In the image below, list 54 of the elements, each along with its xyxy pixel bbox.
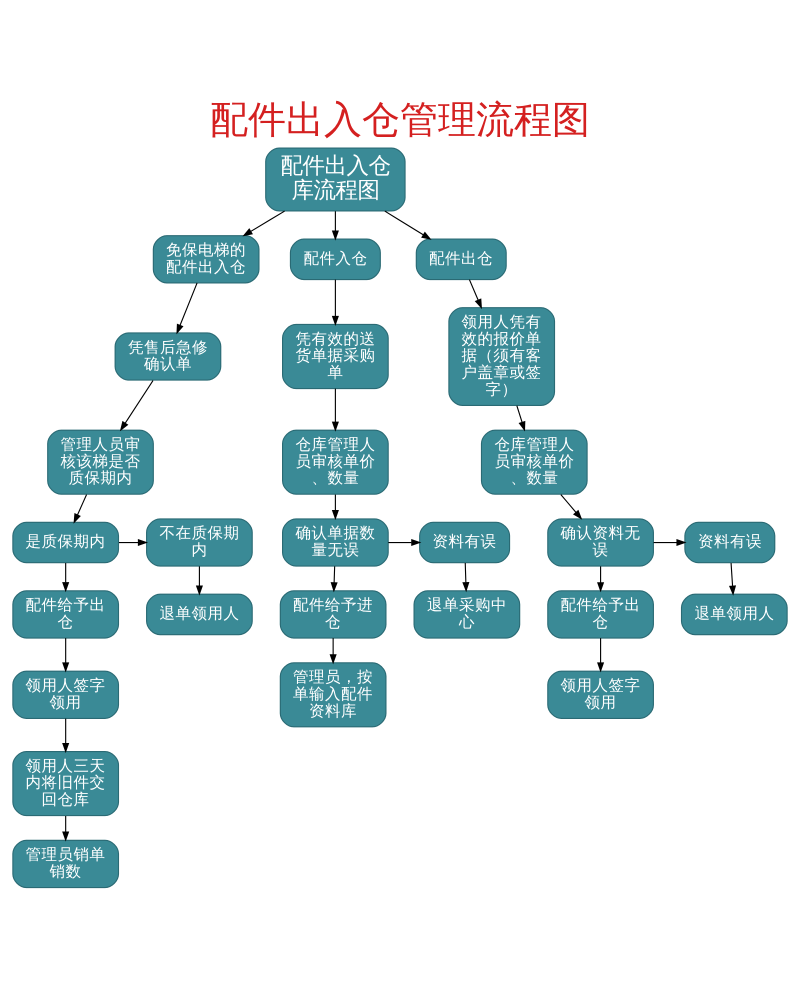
arrow <box>560 494 582 520</box>
arrow <box>74 494 88 524</box>
node-box: 领用人签字领用 <box>12 670 120 718</box>
arrow <box>462 562 470 592</box>
arrow <box>62 718 70 753</box>
node-box: 资料有误 <box>684 521 776 563</box>
node-box: 配件入仓 <box>290 238 381 280</box>
node-box: 配件给予出仓 <box>12 590 120 638</box>
arrow <box>332 494 339 520</box>
node-box: 管理员销单销数 <box>12 839 120 888</box>
node-box: 凭售后急修确认单 <box>114 332 222 380</box>
node-box: 仓库管理人员审核单价、数量 <box>282 429 389 494</box>
arrow <box>468 278 482 309</box>
arrow <box>332 388 339 432</box>
arrow <box>196 566 203 596</box>
node-box: 凭有效的送货单据采购单 <box>282 323 389 389</box>
node-box: 领用人签字领用 <box>547 670 654 718</box>
node-box: 确认单据数量无误 <box>282 518 389 566</box>
node-box: 退单领用人 <box>680 593 788 635</box>
node-box: 仓库管理人员审核单价、数量 <box>480 429 588 494</box>
arrow <box>118 538 148 546</box>
node-box: 确认资料无误 <box>547 518 654 566</box>
node-box: 不在质保期内 <box>146 518 253 566</box>
node-box: 配件出入仓库流程图 <box>265 147 406 212</box>
arrow <box>654 538 687 546</box>
arrow <box>729 562 736 596</box>
arrow <box>62 816 70 842</box>
arrow <box>516 405 526 432</box>
arrow <box>62 562 70 592</box>
diagram-title: 配件出入仓管理流程图 <box>210 98 590 142</box>
arrow <box>388 538 422 546</box>
node-box: 退单采购中心 <box>413 590 520 638</box>
arrow <box>120 380 154 431</box>
node-box: 管理员，按单输入配件资料库 <box>280 662 387 727</box>
node-box: 领用人三天内将旧件交回仓库 <box>12 750 120 816</box>
arrow <box>332 279 339 326</box>
arrow <box>330 638 337 664</box>
node-box: 资料有误 <box>419 521 510 563</box>
node-box: 配件出仓 <box>416 238 507 280</box>
arrow <box>330 566 338 592</box>
arrow <box>176 282 198 334</box>
arrow <box>597 566 604 592</box>
node-box: 领用人凭有效的报价单据（须有客户盖章或签字） <box>448 306 556 406</box>
arrow <box>62 638 70 672</box>
node-box: 是质保期内 <box>12 521 120 563</box>
node-box: 免保电梯的配件出入仓 <box>152 234 260 283</box>
node-box: 配件给予进仓 <box>280 590 387 638</box>
node-box: 退单领用人 <box>146 593 253 635</box>
arrow <box>332 210 339 240</box>
arrow <box>242 210 285 236</box>
arrow <box>597 638 604 672</box>
node-box: 管理人员审核该梯是否质保期内 <box>47 429 154 494</box>
node-box: 配件给予出仓 <box>547 590 654 638</box>
arrow <box>384 210 432 240</box>
